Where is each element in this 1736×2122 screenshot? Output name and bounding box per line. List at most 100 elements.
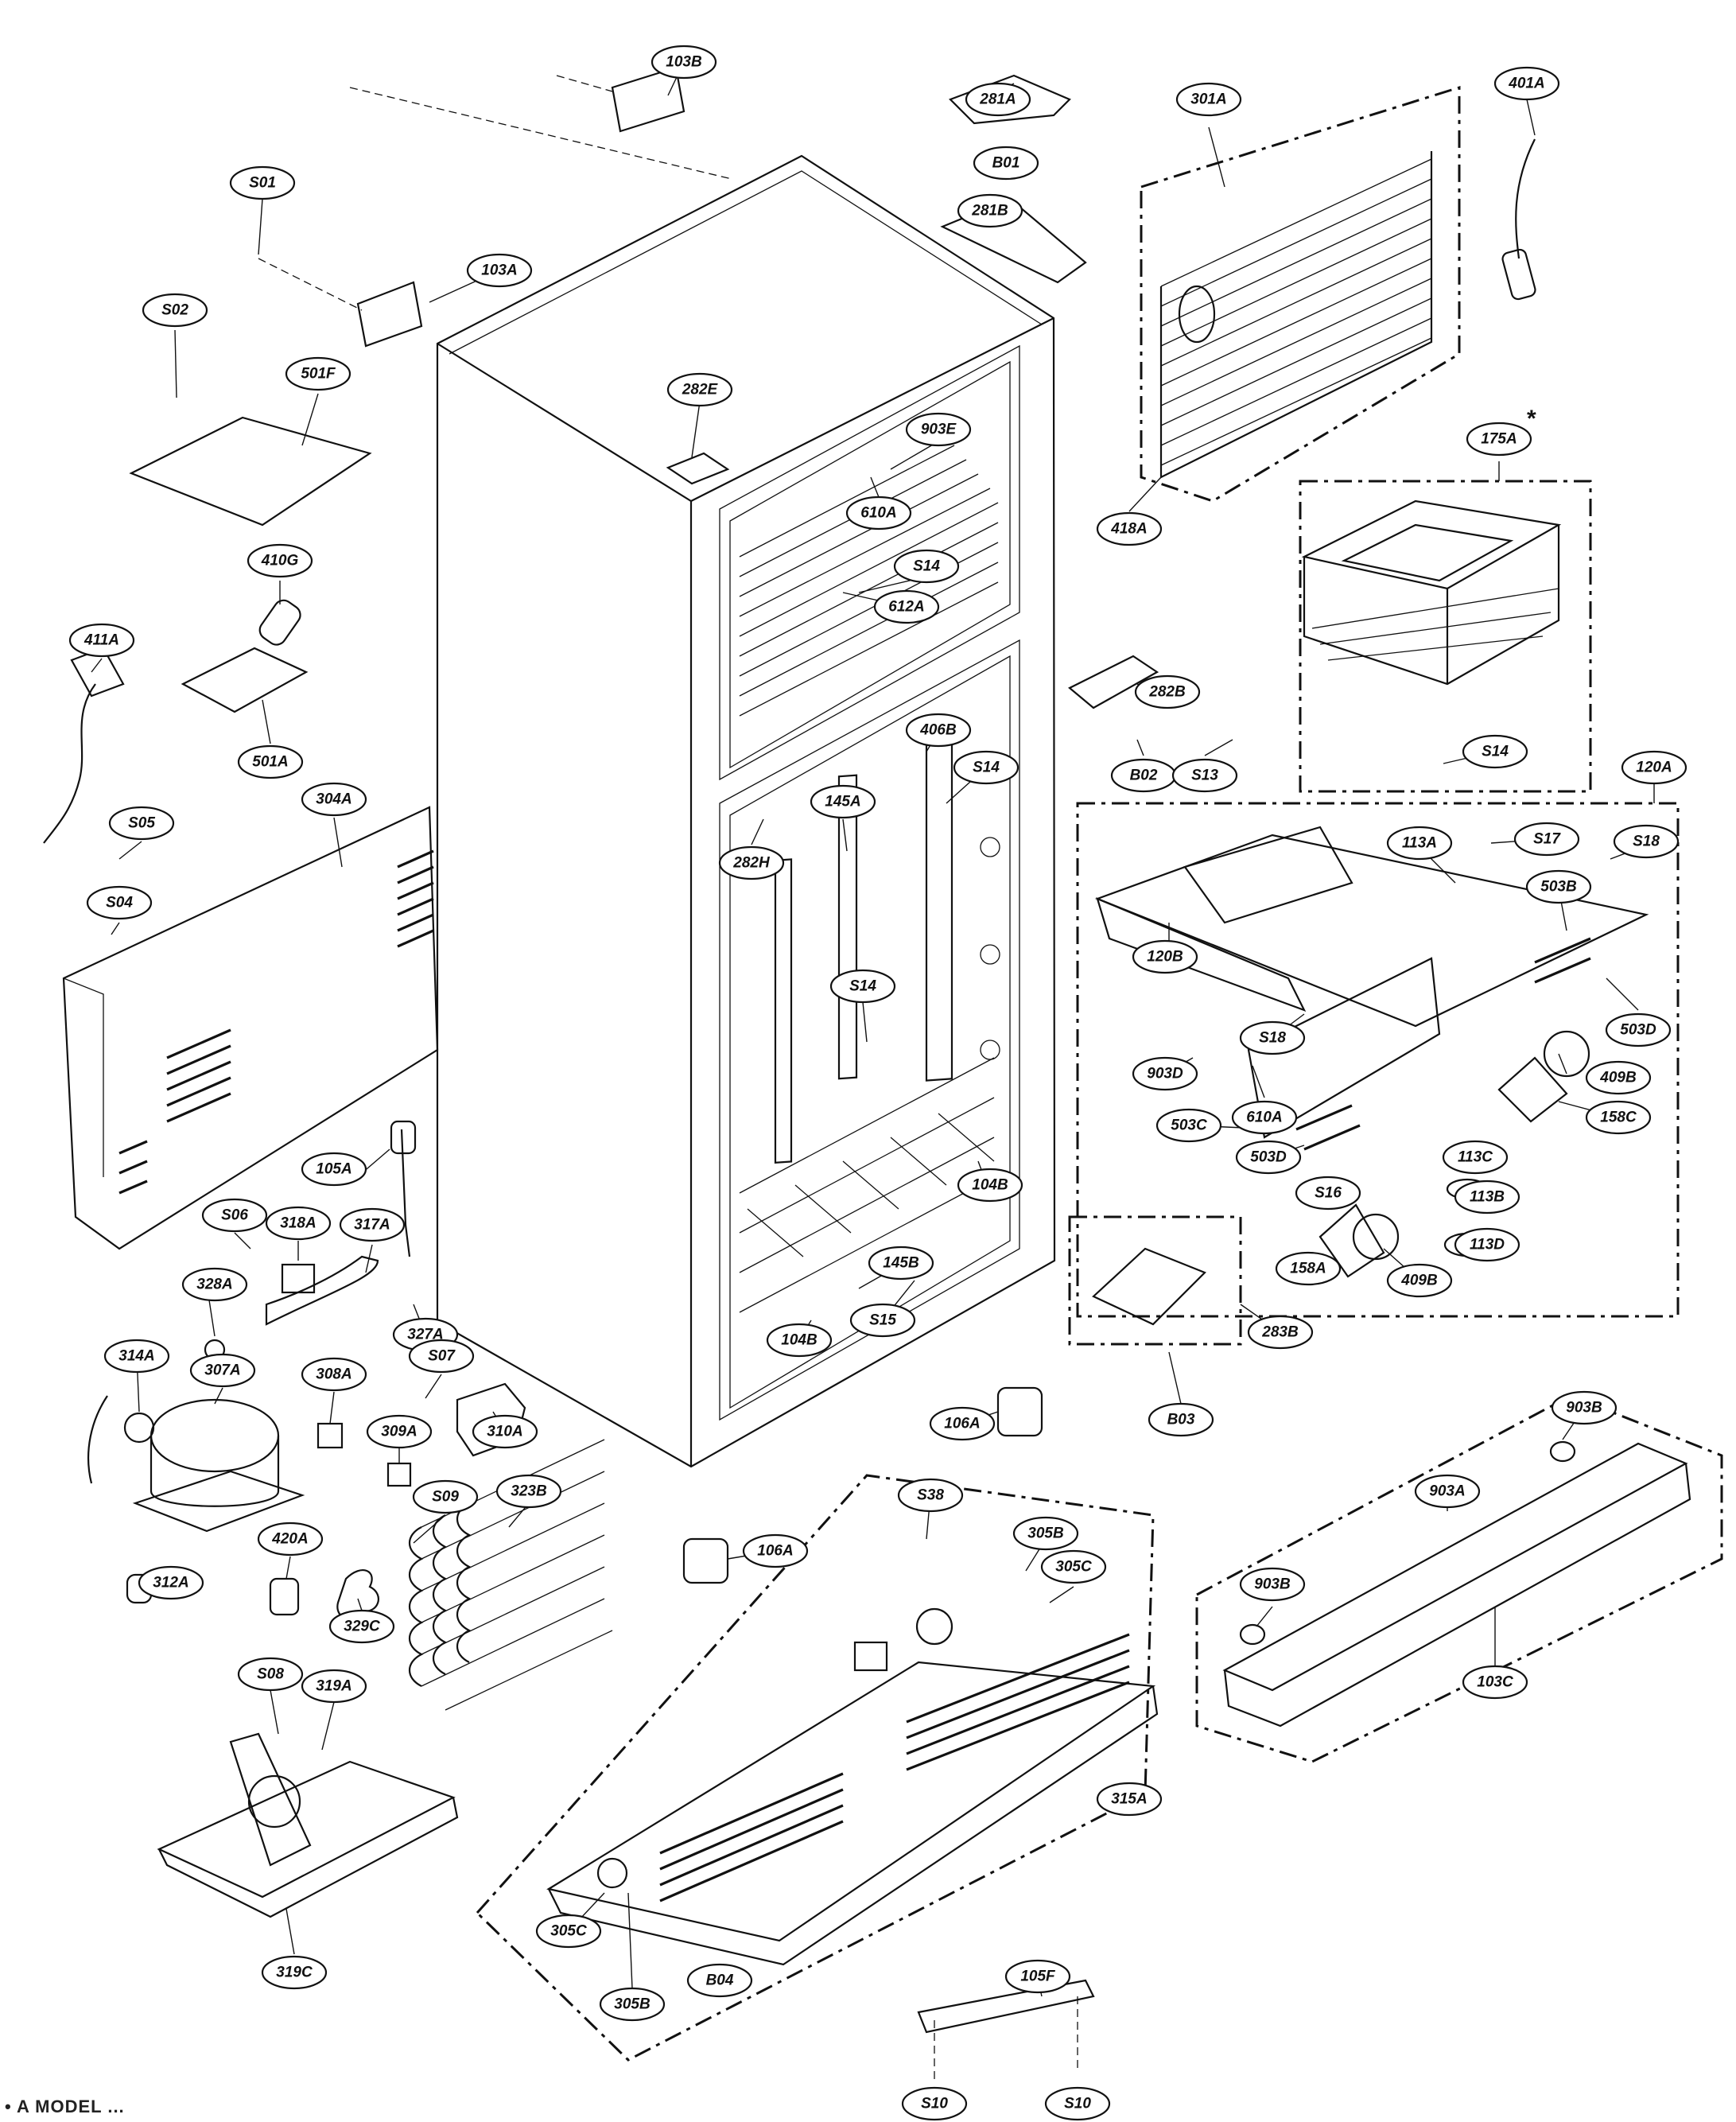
callout-label: 158A [1290, 1261, 1326, 1277]
callout-label: 610A [860, 505, 896, 522]
callout-label: 175A [1481, 431, 1517, 448]
callout-oval [718, 845, 785, 880]
callout: 410G [247, 543, 313, 578]
callout: 145A [810, 784, 876, 819]
callout: S18 [1239, 1020, 1306, 1055]
callout-label: 158C [1600, 1110, 1637, 1126]
callout-label: 406B [919, 722, 957, 739]
callout-oval [1493, 66, 1560, 101]
callout-label: 503B [1540, 879, 1577, 896]
callout-label: 317A [354, 1217, 390, 1234]
callout-oval [849, 1303, 916, 1338]
callout-oval [466, 253, 533, 288]
callout-oval [666, 372, 733, 407]
callout: 610A [845, 496, 912, 530]
callout: 305B [1012, 1516, 1079, 1551]
callout: 903B [1551, 1390, 1618, 1425]
callout-oval [247, 543, 313, 578]
callout-label: 418A [1110, 521, 1147, 538]
callout: 113C [1442, 1140, 1509, 1175]
callout-oval [1148, 1402, 1214, 1437]
callout: 418A [1096, 511, 1163, 546]
callout: 175A [1466, 422, 1532, 457]
callout-label: S14 [913, 558, 940, 575]
callout: S14 [1462, 734, 1528, 769]
callout-label: B03 [1167, 1412, 1195, 1428]
callout: 501A [237, 744, 304, 779]
callout: 308A [301, 1357, 367, 1392]
callout-oval [1239, 1567, 1306, 1602]
callout-oval [897, 1478, 964, 1513]
callout-label: S01 [249, 175, 276, 192]
callout-oval [472, 1414, 538, 1449]
callout-label: 305B [1027, 1525, 1064, 1542]
callout: 610A [1231, 1100, 1298, 1135]
callout: 120A [1621, 750, 1687, 785]
callout-label: 106A [944, 1416, 980, 1432]
callout: S08 [237, 1657, 304, 1692]
callout-label: S15 [869, 1312, 896, 1329]
callout-label: S38 [917, 1487, 944, 1504]
callout: 104B [957, 1168, 1023, 1203]
callout-label: 120A [1636, 760, 1672, 776]
callout-label: 319A [316, 1678, 351, 1695]
callout-oval [1386, 1263, 1453, 1298]
callout: 420A [257, 1522, 324, 1557]
callout: 309A [366, 1414, 433, 1449]
callout-oval [68, 623, 135, 658]
callout: S07 [408, 1339, 475, 1374]
callout-oval [301, 1357, 367, 1392]
callout-label: 103B [666, 54, 702, 71]
callout-label: 281A [979, 91, 1016, 108]
callout: S18 [1613, 824, 1680, 859]
callout-label: S13 [1191, 768, 1218, 784]
callout: S38 [897, 1478, 964, 1513]
callout-oval [412, 1479, 479, 1514]
footer-note: • A MODEL ... [5, 2097, 125, 2116]
callout-label: 103A [481, 262, 517, 279]
callout-oval [1175, 82, 1242, 117]
callout-oval [810, 784, 876, 819]
callout-label: 411A [83, 632, 119, 649]
callout: 282H [718, 845, 785, 880]
bottom-parts [475, 1394, 1723, 2062]
callout: 145B [868, 1246, 934, 1281]
callout: 501F [285, 356, 351, 391]
callout-labels: 103BS01103AS02501F410G411A501AS05304AS04… [68, 45, 1687, 2121]
callout-oval [1044, 2086, 1111, 2121]
callout-oval [845, 496, 912, 530]
callout: 406B [905, 713, 972, 748]
callout-label: S14 [973, 760, 1000, 776]
callout-oval [893, 549, 960, 584]
callout-label: S17 [1533, 831, 1561, 848]
callout-oval [237, 744, 304, 779]
callout-label: 145B [883, 1255, 919, 1272]
callout-oval [138, 1565, 204, 1600]
callout-label: 309A [381, 1424, 417, 1440]
callout-label: 106A [757, 1543, 793, 1560]
callout: 305B [599, 1987, 666, 2022]
callout-oval [1462, 734, 1528, 769]
callout: 411A [68, 623, 135, 658]
callout: S13 [1171, 758, 1238, 793]
callout-oval [265, 1206, 332, 1241]
callout-label: 612A [888, 599, 924, 616]
callout: 283B [1247, 1315, 1314, 1350]
callout-oval [1414, 1474, 1481, 1509]
callout-label: S02 [161, 302, 188, 319]
callout-label: S14 [1482, 744, 1509, 760]
callout-oval [957, 1168, 1023, 1203]
callout-oval [1004, 1959, 1071, 1994]
callout: B03 [1148, 1402, 1214, 1437]
callout: 315A [1096, 1782, 1163, 1817]
callout-oval [929, 1406, 996, 1441]
callout-label: 903B [1566, 1400, 1602, 1417]
callout-label: 120B [1147, 949, 1183, 966]
callout-oval [905, 713, 972, 748]
callout-oval [1621, 750, 1687, 785]
callout-oval [1132, 1056, 1198, 1091]
callout: 301A [1175, 82, 1242, 117]
asterisk-mark: * [1527, 406, 1536, 432]
callout-label: 104B [972, 1177, 1008, 1194]
